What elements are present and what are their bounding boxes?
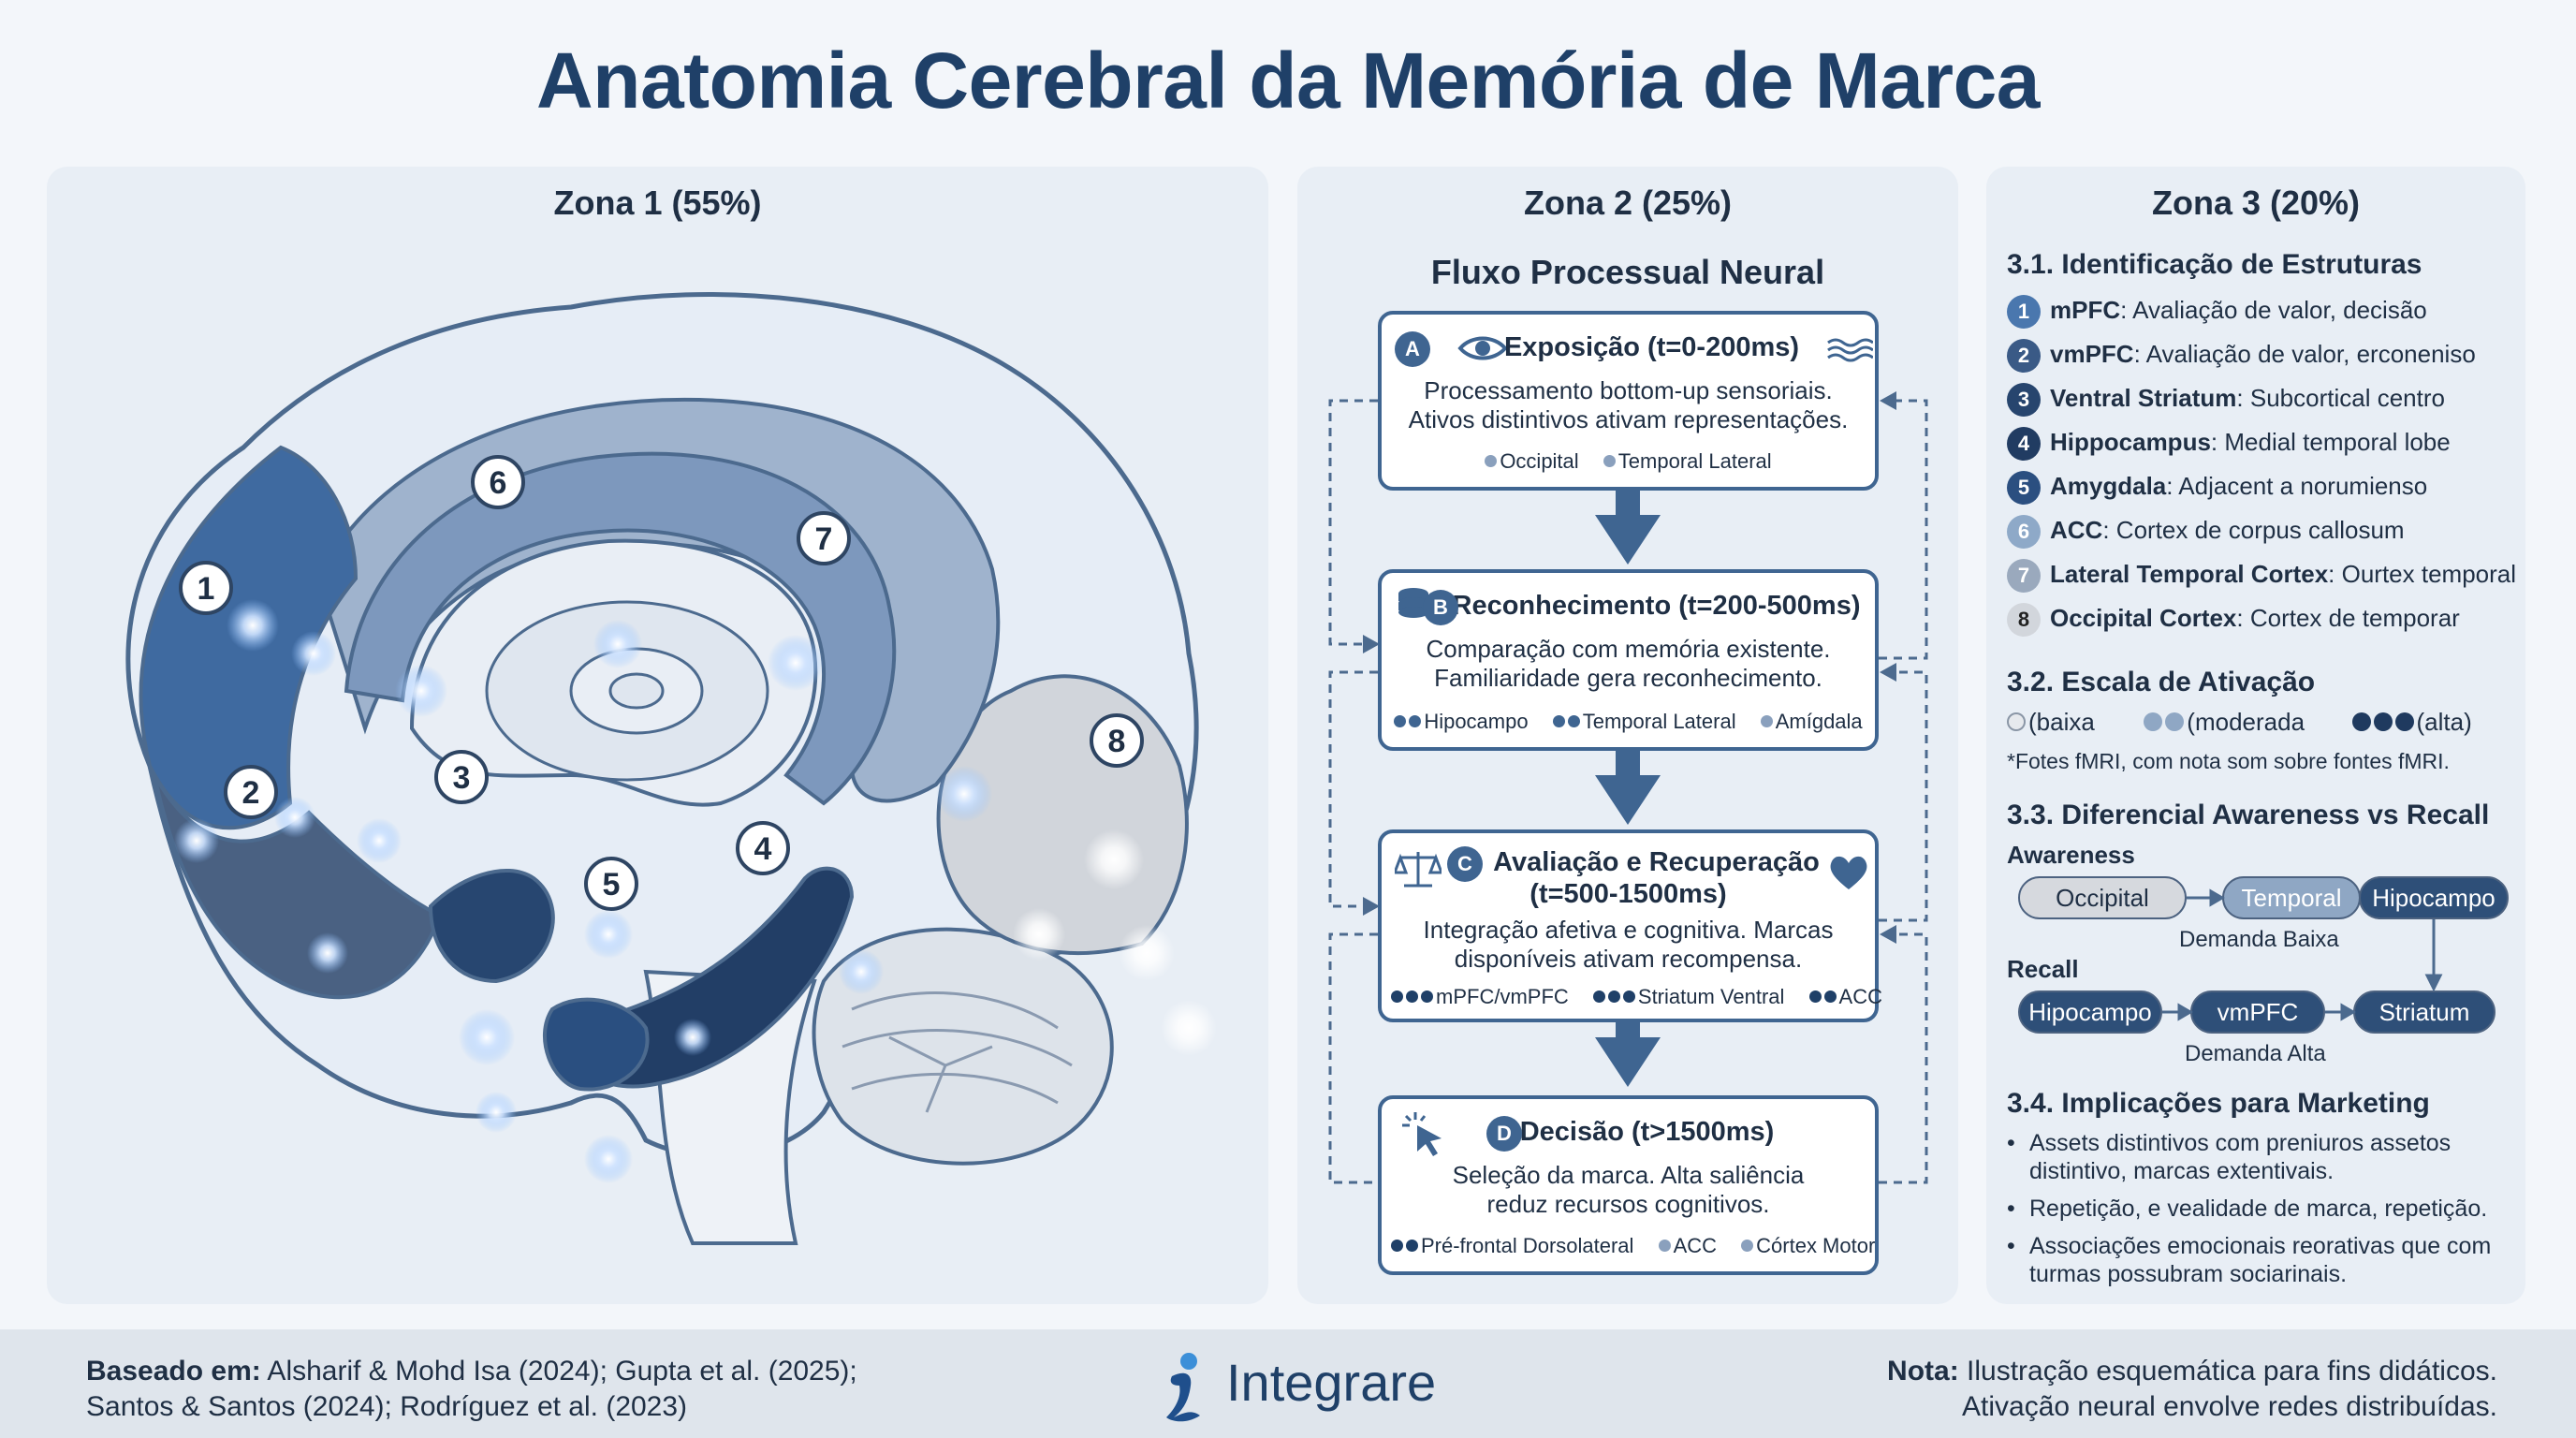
footer: Baseado em: Alsharif & Mohd Isa (2024); …	[0, 1329, 2576, 1438]
marker-8: 8	[1090, 713, 1144, 768]
eye-icon	[1457, 336, 1508, 360]
step-c-time: (t=500-1500ms)	[1530, 879, 1727, 909]
recall-node-hippocampus: Hipocampo	[2018, 990, 2162, 1034]
awareness-node-hippocampus: Hipocampo	[2359, 876, 2509, 919]
scale-note: *Fotes fMRI, com nota som sobre fontes f…	[2007, 749, 2450, 773]
region-acc	[344, 451, 897, 806]
svg-text:2: 2	[242, 775, 260, 811]
section-marketing-heading: 3.4. Implicações para Marketing	[2007, 1088, 2430, 1119]
marker-5: 5	[584, 857, 638, 911]
step-letter-c: C	[1447, 846, 1483, 882]
zone1-title: Zona 1 (55%)	[553, 183, 762, 222]
marketing-bullets: Assets distintivos com preniuros assetos…	[2007, 1129, 2517, 1298]
wave-icon	[1827, 338, 1873, 362]
marker-1: 1	[179, 561, 233, 615]
cerebellum	[812, 927, 1114, 1166]
activation-glows	[174, 599, 1217, 1183]
section-awareness-recall-heading: 3.3. Diferencial Awareness vs Recall	[2007, 800, 2490, 830]
integrare-logo-icon	[1166, 1353, 1200, 1422]
step-a-body: Processamento bottom-up sensoriais.Ativo…	[1408, 376, 1849, 433]
svg-text:5: 5	[603, 867, 621, 902]
step-c-tags: mPFC/vmPFC Striatum Ventral ACC	[1382, 985, 1882, 1009]
recall-label: Recall	[2007, 955, 2079, 983]
svg-text:3: 3	[453, 760, 471, 796]
heart-icon	[1830, 856, 1867, 889]
step-b-title: Reconhecimento (t=200-500ms)	[1452, 591, 1861, 621]
database-icon	[1398, 588, 1428, 618]
step-d-title: Decisão (t>1500ms)	[1519, 1117, 1775, 1147]
brain-illustration: 1 2 3 4 5 6 7 8	[125, 292, 1217, 1245]
svg-text:1: 1	[198, 571, 215, 607]
step-letter-d: D	[1486, 1116, 1522, 1152]
zone3-title: Zona 3 (20%)	[2151, 183, 2361, 222]
svg-text:7: 7	[815, 521, 833, 557]
recall-node-vmpfc: vmPFC	[2190, 990, 2325, 1034]
step-a-tags: Occipital Temporal Lateral	[1382, 449, 1875, 474]
step-a-title: Exposição (t=0-200ms)	[1503, 332, 1800, 362]
marker-2: 2	[224, 765, 278, 819]
bullet-item: Associações emocionais reorativas que co…	[2007, 1232, 2517, 1288]
section-structures-heading: 3.1. Identificação de Estruturas	[2007, 249, 2422, 280]
zone1-panel: Zona 1 (55%)	[47, 167, 1268, 1304]
page-title: Anatomia Cerebral da Memória de Marca	[535, 37, 2041, 125]
step-letter-b: B	[1423, 590, 1458, 625]
marker-3: 3	[434, 750, 489, 804]
step-letter-a: A	[1395, 331, 1430, 367]
marker-4: 4	[736, 821, 790, 875]
footer-note: Nota: Ilustração esquemática para fins d…	[1887, 1356, 2497, 1422]
marker-7: 7	[797, 511, 851, 565]
bullet-item: Assets distintivos com preniuros assetos…	[2007, 1129, 2517, 1185]
awareness-node-occipital: Occipital	[2018, 876, 2187, 919]
zone2-title: Zona 2 (25%)	[1523, 183, 1733, 222]
awareness-label: Awareness	[2007, 841, 2135, 869]
section-scale-heading: 3.2. Escala de Ativação	[2007, 667, 2316, 697]
recall-caption: Demanda Alta	[2185, 1041, 2326, 1066]
flow-step-exposure: A Exposição (t=0-200ms) Processamento bot…	[1378, 311, 1879, 491]
step-b-tags: Hipocampo Temporal Lateral Amígdala	[1382, 710, 1875, 734]
activation-scale: (baixa (moderada (alta)	[2007, 706, 2472, 738]
brand-name: Integrare	[1226, 1353, 1437, 1412]
flow-subtitle: Fluxo Processual Neural	[1430, 253, 1825, 291]
step-c-title: Avaliação e Recuperação	[1493, 847, 1820, 877]
marker-6: 6	[471, 455, 525, 509]
balance-scale-icon	[1395, 852, 1442, 888]
zone3-panel: Zona 3 (20%) 3.1. Identificação de Estru…	[1986, 167, 2525, 1304]
step-b-body: Comparação com memória existente.Familia…	[1426, 635, 1831, 692]
svg-text:4: 4	[754, 831, 772, 867]
step-d-tags: Pré-frontal Dorsolateral ACC Córtex Moto…	[1382, 1234, 1875, 1258]
awareness-recall-arrows	[2162, 888, 2443, 1021]
svg-text:6: 6	[490, 465, 507, 501]
svg-text:8: 8	[1108, 724, 1126, 759]
brand-logo: Integrare	[1146, 1348, 1436, 1422]
cursor-click-icon	[1402, 1112, 1442, 1156]
region-ventral-striatum	[428, 869, 555, 984]
awareness-node-temporal: Temporal	[2222, 876, 2361, 919]
region-amygdala	[542, 997, 650, 1092]
flow-connectors	[1328, 391, 1928, 1184]
footer-references: Baseado em: Alsharif & Mohd Isa (2024); …	[86, 1356, 857, 1422]
awareness-caption: Demanda Baixa	[2179, 927, 2339, 952]
bullet-item: Repetição, e vealidade de marca, repetiç…	[2007, 1195, 2517, 1223]
